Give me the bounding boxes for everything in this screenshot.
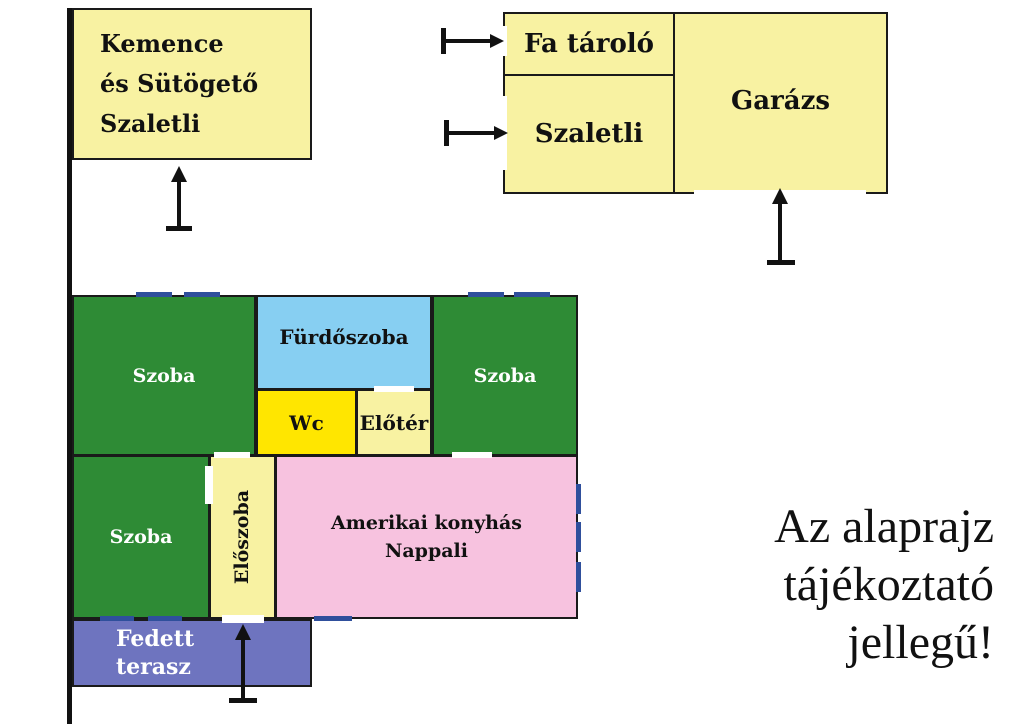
garazs: Garázs (673, 12, 888, 194)
wc-label: Wc (289, 410, 324, 435)
kemence-label: Kemence és Sütögető Szaletli (100, 29, 259, 138)
fa-tarolo-label: Fa tároló (523, 29, 655, 59)
szoba-bottom-left-door (205, 466, 213, 504)
terasz-label: Fedett terasz (116, 626, 195, 680)
szoba-top-right: Szoba (432, 295, 578, 456)
window-nappali-bottom (314, 616, 352, 621)
wc: Wc (256, 389, 357, 456)
window-top-right-1 (468, 292, 504, 297)
property-boundary-wall (67, 8, 72, 724)
szaletli: Szaletli (503, 74, 675, 194)
eloszoba-top-door (214, 452, 250, 458)
szoba-top-right-label: Szoba (473, 364, 537, 387)
nappali-label: Amerikai konyhás Nappali (331, 512, 522, 562)
fa-tarolo: Fa tároló (503, 12, 675, 76)
window-szoba-bottom-1 (100, 616, 134, 621)
furdoszoba: Fürdőszoba (256, 295, 432, 390)
furdoszoba-label: Fürdőszoba (279, 325, 409, 349)
eloter: Előtér (356, 389, 432, 456)
szaletli-label: Szaletli (534, 119, 644, 149)
entrance-door (222, 615, 264, 623)
fedett-terasz: Fedett terasz (72, 619, 312, 687)
disclaimer-text: Az alaprajz tájékoztató jellegű! (774, 500, 994, 669)
eloszoba-label: Előszoba (231, 489, 254, 585)
window-top-left-1 (136, 292, 172, 297)
window-top-left-2 (184, 292, 220, 297)
window-top-right-2 (514, 292, 550, 297)
eloszoba: Előszoba (209, 455, 276, 619)
szoba-bottom-left-label: Szoba (109, 526, 173, 548)
kemence-szaletli: Kemence és Sütögető Szaletli (72, 8, 312, 160)
fa-tarolo-door-gap (501, 26, 507, 56)
window-szoba-bottom-2 (148, 616, 182, 621)
window-nappali-2 (576, 522, 581, 552)
nappali: Amerikai konyhás Nappali (275, 455, 578, 619)
szoba-bottom-left: Szoba (72, 455, 210, 619)
eloter-door (452, 452, 492, 458)
garazs-label: Garázs (731, 86, 830, 116)
eloter-label: Előtér (359, 410, 429, 435)
furdoszoba-door (374, 386, 414, 392)
szoba-top-left-label: Szoba (132, 364, 196, 387)
window-nappali-1 (576, 484, 581, 514)
szoba-top-left: Szoba (72, 295, 256, 456)
window-nappali-3 (576, 562, 581, 592)
